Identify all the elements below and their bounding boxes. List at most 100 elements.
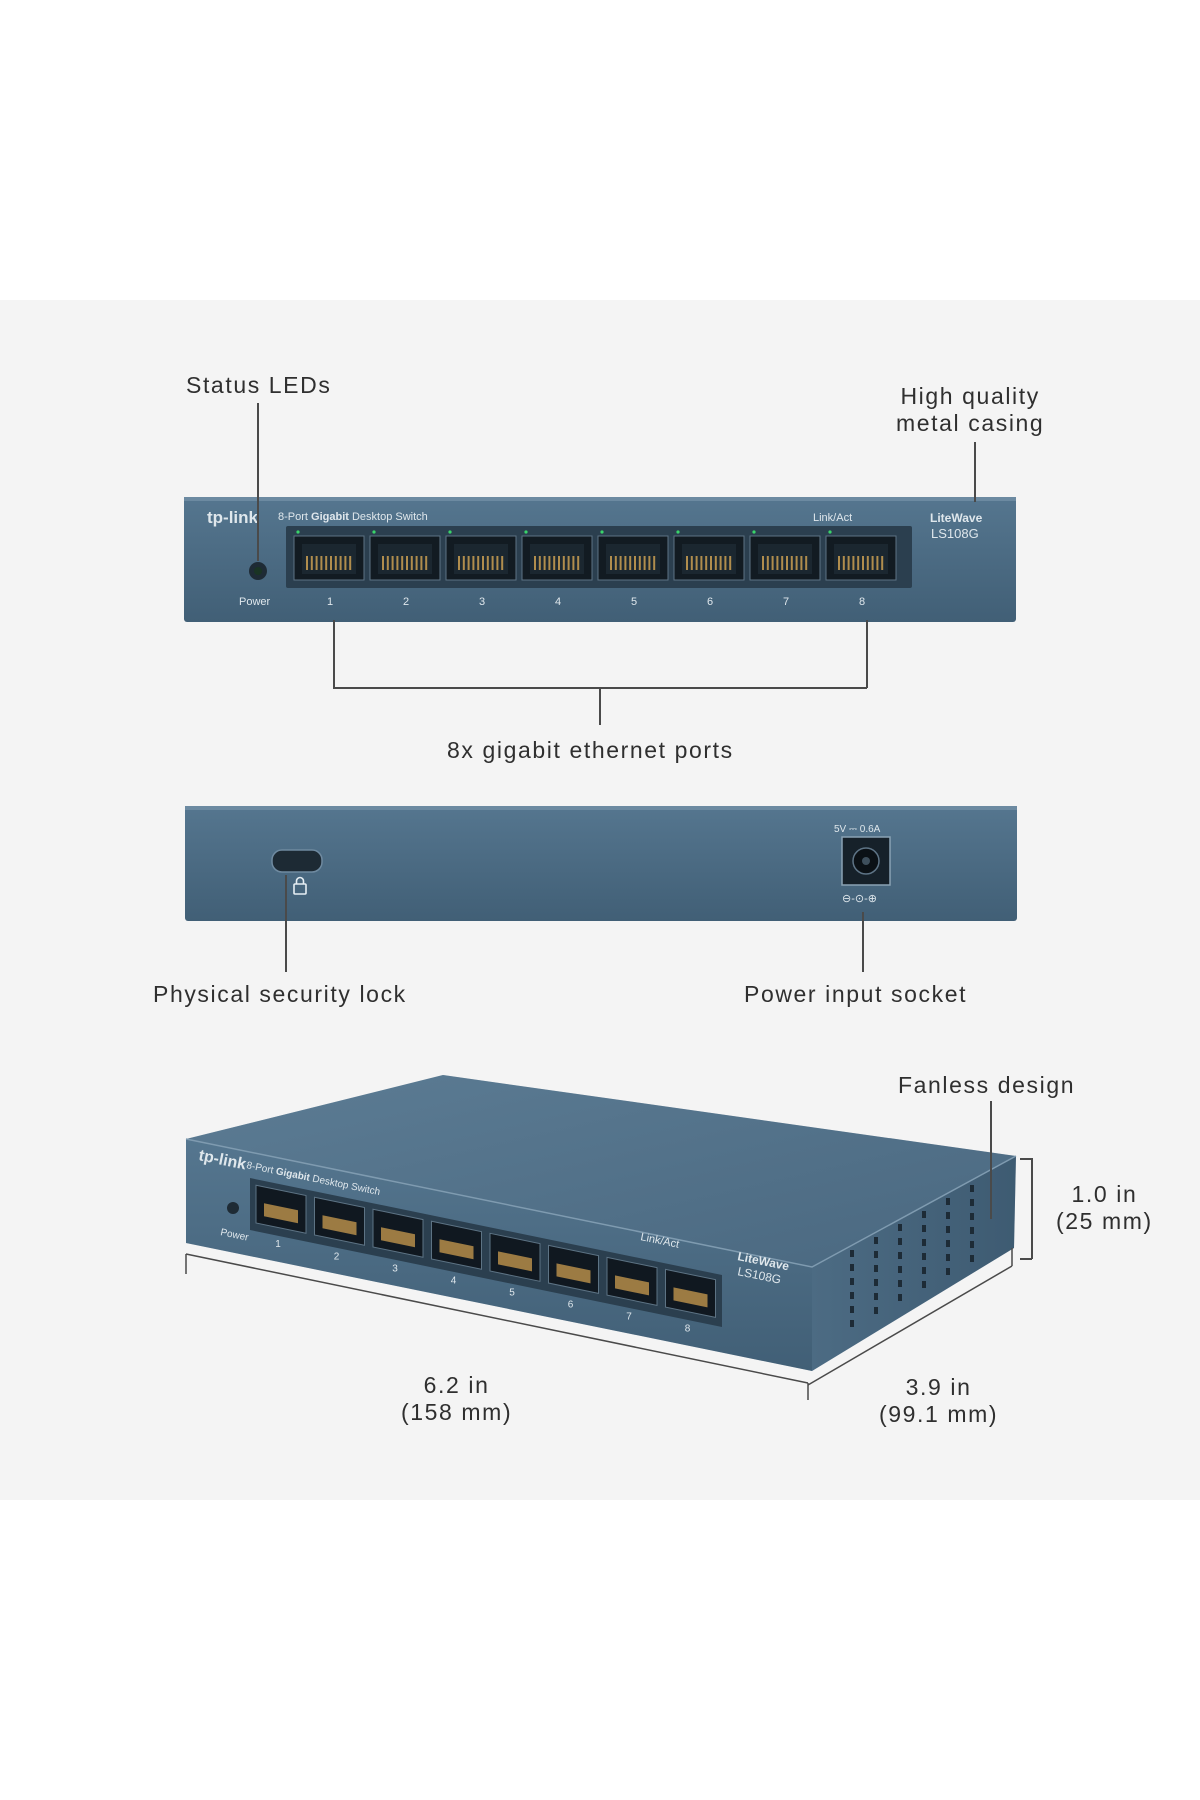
iso-port-number: 1 [275, 1239, 281, 1250]
iso-ethernet-port [314, 1196, 365, 1246]
vent-slot [898, 1294, 902, 1301]
vent-slot [946, 1254, 950, 1261]
iso-ethernet-port [606, 1256, 658, 1306]
link-led [600, 530, 604, 534]
port-number: 4 [555, 596, 561, 608]
vent-slot [850, 1264, 854, 1271]
model-label: LS108G [931, 526, 979, 541]
link-led [752, 530, 756, 534]
link-led [448, 530, 452, 534]
callout-fanless: Fanless design [898, 1072, 1076, 1098]
vent-slot [850, 1306, 854, 1313]
vent-slot [922, 1225, 926, 1232]
isometric-view: tp-link 8-Port Gigabit Desktop Switch Po… [185, 1075, 1017, 1371]
vent-slot [970, 1227, 974, 1234]
vent-slot [922, 1211, 926, 1218]
port-number: 1 [327, 596, 333, 608]
front-view: tp-link 8-Port Gigabit Desktop Switch Li… [184, 497, 1016, 622]
vent-slot [874, 1279, 878, 1286]
ethernet-port [597, 530, 669, 581]
iso-port-number: 7 [626, 1311, 632, 1322]
vent-slot [898, 1252, 902, 1259]
vent-slot [898, 1280, 902, 1287]
port-number: 8 [859, 596, 865, 608]
vent-slot [874, 1307, 878, 1314]
iso-side [812, 1156, 1016, 1371]
port-number: 2 [403, 596, 409, 608]
vent-slot [874, 1237, 878, 1244]
iso-port-block [250, 1178, 722, 1327]
iso-port-number: 3 [392, 1263, 398, 1274]
vent-slot [970, 1213, 974, 1220]
vent-slot [874, 1293, 878, 1300]
vent-slot [850, 1278, 854, 1285]
port-number: 3 [479, 596, 485, 608]
back-view: 5V ⎓ 0.6A ⊖-⊙-⊕ [185, 806, 1017, 921]
power-rating: 5V ⎓ 0.6A [834, 824, 881, 835]
vent-slot [946, 1212, 950, 1219]
iso-ethernet-port [489, 1232, 541, 1282]
link-led [828, 530, 832, 534]
iso-port-number: 2 [334, 1251, 340, 1262]
ethernet-port [445, 530, 517, 581]
vent-slot [922, 1267, 926, 1274]
leader-fanless [990, 1101, 992, 1219]
leader-metal-casing [974, 442, 976, 502]
iso-port-number: 6 [568, 1299, 574, 1310]
vent-slot [970, 1185, 974, 1192]
leader-security-lock [285, 875, 287, 972]
link-act-label: Link/Act [813, 512, 852, 524]
height-bracket-top [1020, 1158, 1032, 1160]
link-led [676, 530, 680, 534]
ethernet-port [293, 530, 365, 581]
vent-slot [922, 1253, 926, 1260]
link-led [372, 530, 376, 534]
power-label: Power [239, 596, 271, 608]
ethernet-port [673, 530, 745, 581]
vent-slot [946, 1240, 950, 1247]
iso-port-number: 8 [685, 1323, 691, 1334]
height-bracket-bottom [1020, 1258, 1032, 1260]
iso-ethernet-port [665, 1268, 716, 1319]
vent-slot [946, 1226, 950, 1233]
ethernet-port [825, 530, 897, 581]
lock-icon [293, 876, 307, 895]
callout-width: 6.2 in(158 mm) [401, 1372, 513, 1425]
leader-power-socket [862, 912, 864, 972]
vent-slot [922, 1281, 926, 1288]
vent-slot [970, 1255, 974, 1262]
link-led [524, 530, 528, 534]
port-number: 7 [783, 596, 789, 608]
vent-slot [970, 1241, 974, 1248]
vent-slot [946, 1268, 950, 1275]
iso-ethernet-port [548, 1244, 599, 1294]
port-number: 5 [631, 596, 637, 608]
bracket-ports-left [333, 620, 335, 688]
callout-status-leds: Status LEDs [186, 372, 332, 398]
ethernet-port [749, 530, 821, 581]
bracket-ports-stem [599, 687, 601, 725]
leader-status-leds [257, 403, 259, 561]
iso-port-number: 4 [451, 1275, 457, 1286]
vent-slot [850, 1292, 854, 1299]
vent-slot [874, 1265, 878, 1272]
callout-power-socket: Power input socket [744, 981, 968, 1007]
ethernet-port [369, 530, 441, 581]
vent-slot [898, 1224, 902, 1231]
back-casing [185, 806, 1017, 921]
vent-slot [946, 1198, 950, 1205]
callout-height: 1.0 in(25 mm) [1056, 1181, 1153, 1234]
iso-top [186, 1075, 1016, 1267]
vent-slot [898, 1238, 902, 1245]
callout-security-lock: Physical security lock [153, 981, 407, 1007]
front-subtitle: 8-Port Gigabit Desktop Switch [278, 511, 428, 523]
callout-ethernet-ports: 8x gigabit ethernet ports [447, 737, 734, 763]
iso-port-number: 5 [509, 1287, 515, 1298]
series-logo: LiteWave [930, 511, 983, 525]
callout-depth: 3.9 in(99.1 mm) [879, 1374, 999, 1427]
polarity-icon: ⊖-⊙-⊕ [842, 893, 877, 905]
port-number: 6 [707, 596, 713, 608]
brand-logo: tp-link [207, 508, 259, 527]
